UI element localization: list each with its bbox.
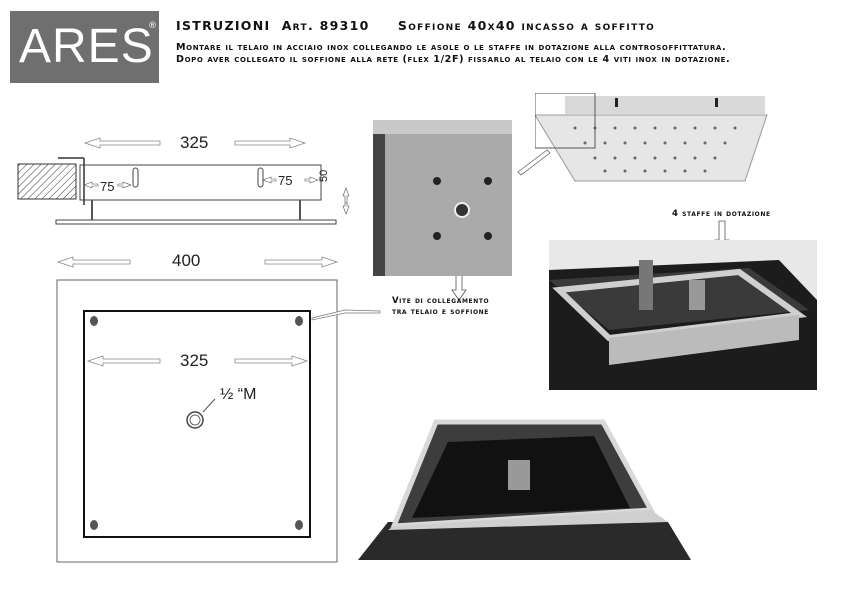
slot-right (257, 167, 264, 188)
instruction-line-1: Montare il telaio in acciaio inox colleg… (176, 42, 727, 53)
ares-logo: ARES ® (10, 11, 159, 83)
photo-installed-frame (358, 410, 691, 570)
caption-screws-line1: Vite di collegamento (392, 296, 490, 306)
frame-side-view (79, 164, 322, 201)
screw-hole-tr (295, 316, 303, 326)
photo-shower-head (535, 93, 780, 185)
photo-screws-closeup (373, 120, 512, 276)
slot-left (132, 167, 139, 188)
photo-frame-brackets (549, 240, 817, 390)
screw-hole-tl (90, 316, 98, 326)
side-width-label: 325 (180, 133, 209, 152)
outer-size-label: 400 (172, 251, 201, 270)
caption-brackets: 4 staffe in dotazione (672, 209, 771, 219)
dimension-arrow-left (83, 137, 307, 149)
side-right-offset: 75 (278, 173, 293, 188)
registered-mark: ® (148, 21, 157, 31)
screw-hole-br (295, 520, 303, 530)
page-title: ISTRUZIONI Art. 89310 Soffione 40x40 inc… (176, 18, 656, 33)
inner-size-label: 325 (180, 351, 209, 370)
logo-text: ARES (19, 20, 154, 73)
screw-hole-bl (90, 520, 98, 530)
side-height-label: 50 (318, 169, 330, 182)
side-left-offset: 75 (100, 179, 115, 194)
ceiling-hatch (17, 163, 77, 200)
caption-screws-line2: tra telaio e soffione (392, 307, 489, 317)
shower-plate-side (55, 219, 337, 225)
connection-label: ½ “M (220, 386, 257, 403)
instruction-line-2: Dopo aver collegato il soffione alla ret… (176, 54, 731, 65)
